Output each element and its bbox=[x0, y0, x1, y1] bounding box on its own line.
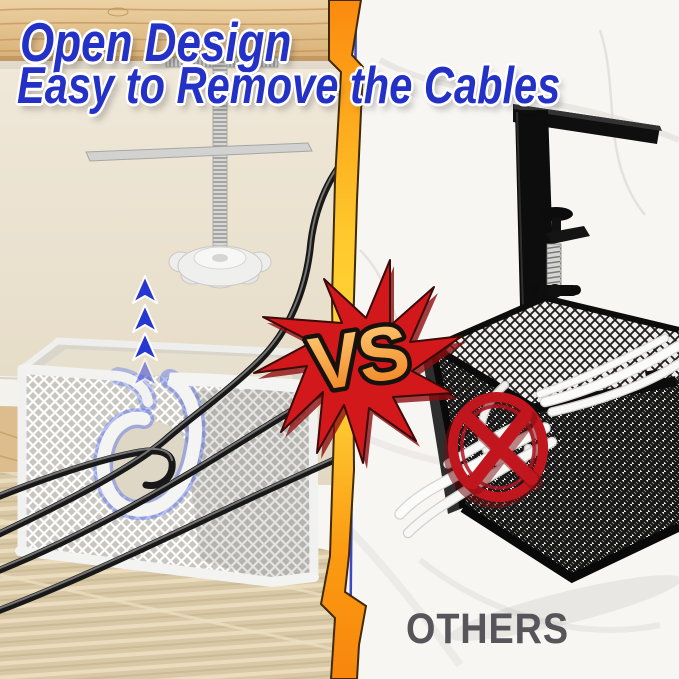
clamp-knob bbox=[169, 246, 271, 288]
page-title-line1: Open Design bbox=[20, 11, 292, 73]
clamp-plate bbox=[546, 226, 590, 244]
clamp-pad bbox=[539, 207, 573, 221]
starburst bbox=[253, 259, 463, 464]
up-arrow-icons bbox=[133, 276, 157, 386]
clamp-plate bbox=[86, 143, 312, 161]
clamp-t-handle bbox=[529, 284, 581, 298]
vs-label: VS bbox=[304, 309, 413, 408]
others-label: OTHERS bbox=[406, 605, 569, 653]
desk-clamp bbox=[86, 58, 312, 288]
page-title-line2: Easy to Remove the Cables bbox=[17, 57, 561, 115]
black-clamp bbox=[513, 104, 662, 345]
basket-shadow bbox=[448, 575, 679, 641]
vs-burst-badge: VS bbox=[253, 259, 466, 469]
cross-icon bbox=[443, 392, 549, 509]
